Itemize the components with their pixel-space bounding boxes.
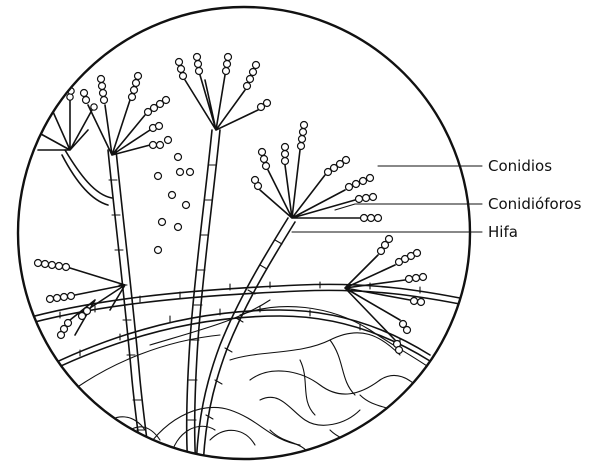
label-conidios: Conidios bbox=[488, 157, 552, 175]
penicillus-left-upper bbox=[30, 100, 92, 150]
label-hifa: Hifa bbox=[488, 223, 518, 241]
microscope-field bbox=[20, 54, 470, 467]
label-conidioforos: Conidióforos bbox=[488, 195, 582, 213]
mycelium-network bbox=[60, 300, 440, 460]
free-conidia bbox=[155, 137, 194, 254]
leader-conidioforos bbox=[335, 204, 482, 210]
leader-lines bbox=[292, 166, 482, 232]
penicillus-lower-left bbox=[70, 268, 125, 310]
microscope-field-outline bbox=[18, 7, 470, 459]
